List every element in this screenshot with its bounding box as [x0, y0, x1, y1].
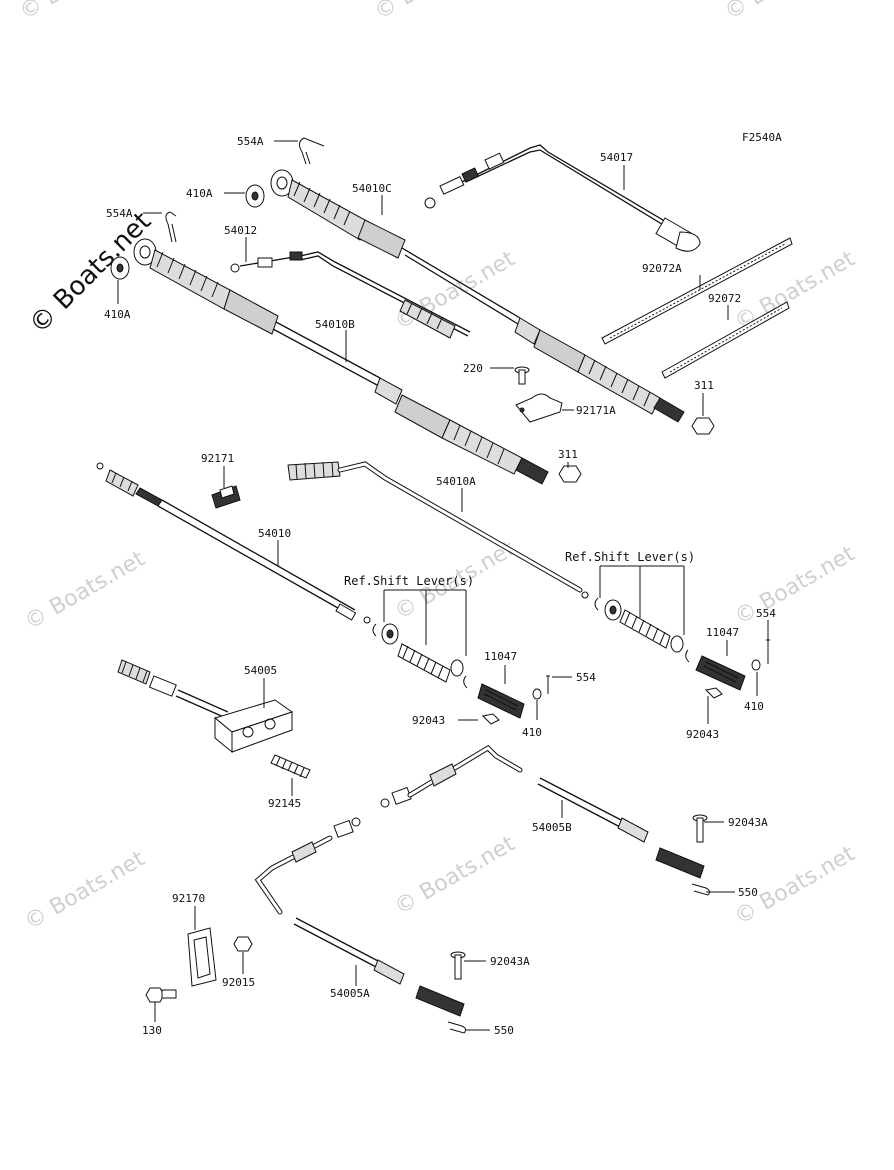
watermark: © Boats.net — [721, 0, 850, 25]
label-92171A[interactable]: 92171A — [576, 404, 616, 417]
label-554-right[interactable]: 554 — [756, 607, 776, 620]
label-54005B[interactable]: 54005B — [532, 821, 572, 834]
watermark: © Boats.net — [16, 0, 145, 25]
cotter-pin-554A-left[interactable] — [165, 211, 177, 243]
ref-shift-lever-right: Ref.Shift Lever(s) — [565, 550, 695, 564]
cable-54010A[interactable] — [287, 461, 589, 599]
cable-54010B[interactable] — [133, 238, 549, 485]
label-410-mid[interactable]: 410 — [522, 726, 542, 739]
watermark-layer: © Boats.net © Boats.net © Boats.net © Bo… — [16, 0, 860, 935]
label-410A-left[interactable]: 410A — [104, 308, 131, 321]
label-92145[interactable]: 92145 — [268, 797, 301, 810]
shift-lever-assembly-mid[interactable] — [372, 623, 550, 725]
label-410-right[interactable]: 410 — [744, 700, 764, 713]
bracket-92170[interactable] — [187, 927, 217, 987]
label-311-mid[interactable]: 311 — [558, 448, 578, 461]
watermark: © Boats.net — [391, 246, 520, 335]
cotter-pin-554A-top[interactable] — [298, 137, 325, 165]
shift-lever-assembly-right[interactable] — [594, 597, 770, 699]
label-92043-mid[interactable]: 92043 — [412, 714, 445, 727]
cable-54005[interactable] — [117, 659, 294, 754]
label-11047-mid[interactable]: 11047 — [484, 650, 517, 663]
clevis-pin-92043A-right[interactable] — [692, 814, 708, 843]
brand-watermark: © Boats.net — [24, 207, 157, 340]
label-554-mid[interactable]: 554 — [576, 671, 596, 684]
label-92043A-right[interactable]: 92043A — [728, 816, 768, 829]
label-550-bottom[interactable]: 550 — [494, 1024, 514, 1037]
nut-311-right[interactable] — [691, 417, 715, 435]
nut-311-mid[interactable] — [558, 465, 582, 483]
label-92171[interactable]: 92171 — [201, 452, 234, 465]
label-92072[interactable]: 92072 — [708, 292, 741, 305]
label-54005A[interactable]: 54005A — [330, 987, 370, 1000]
label-130[interactable]: 130 — [142, 1024, 162, 1037]
clamp-92171A[interactable] — [515, 393, 563, 423]
label-54005[interactable]: 54005 — [244, 664, 277, 677]
bolt-130[interactable] — [145, 987, 177, 1003]
label-311-right[interactable]: 311 — [694, 379, 714, 392]
watermark: © Boats.net — [21, 846, 150, 935]
label-54017[interactable]: 54017 — [600, 151, 633, 164]
cable-tie-92072[interactable] — [661, 301, 790, 379]
label-220[interactable]: 220 — [463, 362, 483, 375]
label-554A-top[interactable]: 554A — [237, 135, 264, 148]
cable-54005A[interactable] — [254, 817, 465, 1017]
cable-54010[interactable] — [96, 462, 371, 624]
label-554A-left[interactable]: 554A — [106, 207, 133, 220]
label-54012[interactable]: 54012 — [224, 224, 257, 237]
ref-shift-lever-mid: Ref.Shift Lever(s) — [344, 574, 474, 588]
label-54010C[interactable]: 54010C — [352, 182, 392, 195]
washer-410A-top[interactable] — [245, 184, 265, 208]
spring-92145[interactable] — [270, 754, 311, 779]
clamp-92171[interactable] — [211, 485, 241, 509]
nut-92015[interactable] — [233, 936, 253, 952]
cable-54012[interactable] — [230, 251, 471, 339]
label-92170[interactable]: 92170 — [172, 892, 205, 905]
part-labels: 554A 410A 54010C 54017 554A 54012 410A 5… — [104, 135, 776, 1037]
clevis-pin-92043A-bottom[interactable] — [450, 951, 466, 980]
leader-lines — [117, 140, 769, 1031]
label-54010A[interactable]: 54010A — [436, 475, 476, 488]
watermark: © Boats.net — [731, 541, 860, 630]
watermark: © Boats.net — [371, 0, 500, 25]
label-54010[interactable]: 54010 — [258, 527, 291, 540]
label-92043A-bottom[interactable]: 92043A — [490, 955, 530, 968]
screw-220[interactable] — [514, 366, 530, 385]
label-11047-right[interactable]: 11047 — [706, 626, 739, 639]
label-92043-right[interactable]: 92043 — [686, 728, 719, 741]
washer-410A-left[interactable] — [110, 256, 130, 280]
clip-550-right[interactable] — [691, 883, 711, 896]
label-92015[interactable]: 92015 — [222, 976, 255, 989]
watermark: © Boats.net — [21, 546, 150, 635]
diagram-code: F2540A — [742, 131, 782, 144]
label-550-right[interactable]: 550 — [738, 886, 758, 899]
label-92072A[interactable]: 92072A — [642, 262, 682, 275]
cable-tie-92072A[interactable] — [601, 237, 793, 345]
cable-54017[interactable] — [424, 144, 701, 252]
label-54010B[interactable]: 54010B — [315, 318, 355, 331]
cable-54005B[interactable] — [380, 744, 705, 879]
watermark: © Boats.net — [391, 831, 520, 920]
clip-550-bottom[interactable] — [447, 1021, 467, 1034]
label-410A-top[interactable]: 410A — [186, 187, 213, 200]
cable-54010C[interactable] — [270, 169, 685, 423]
